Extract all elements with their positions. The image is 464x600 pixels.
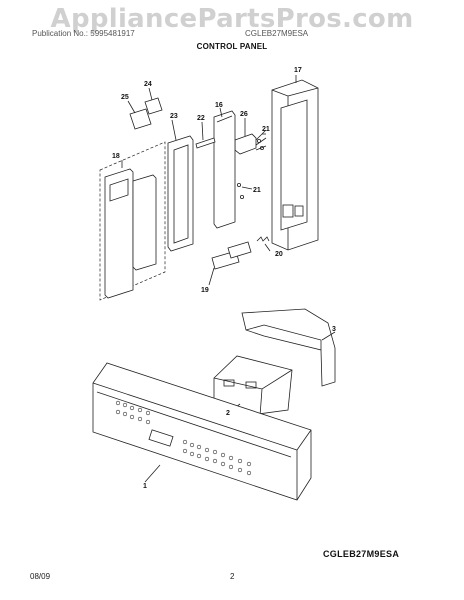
part-20-spring[interactable] (256, 236, 271, 252)
part-25-label[interactable] (127, 100, 152, 130)
part-26-bracket[interactable] (234, 118, 267, 155)
callout-2: 2 (226, 410, 230, 417)
footer-date: 08/09 (30, 572, 51, 581)
part-18-overlay-assembly[interactable] (99, 141, 166, 301)
part-22-strip[interactable] (195, 121, 216, 149)
part-17-frame[interactable] (271, 75, 319, 251)
button-housing[interactable] (227, 241, 252, 259)
callout-23: 23 (170, 113, 178, 120)
callout-17: 17 (294, 67, 302, 74)
keypad-buttons (115, 400, 252, 476)
part-23-panel[interactable] (167, 119, 194, 252)
part-2-bracket[interactable] (213, 355, 293, 418)
callout-24: 24 (144, 81, 152, 88)
part-3-end-cap[interactable] (241, 308, 336, 387)
part-21-screws-upper[interactable] (256, 133, 266, 150)
callout-19: 19 (201, 287, 209, 294)
part-16-control-board[interactable] (213, 107, 236, 229)
diagram-title: CONTROL PANEL (196, 42, 268, 51)
callout-16: 16 (215, 102, 223, 109)
callout-25: 25 (121, 94, 129, 101)
watermark: AppliancePartsPros.com (50, 4, 414, 34)
publication-number: Publication No.: 5995481917 (32, 29, 135, 38)
header-model: CGLEB27M9ESA (245, 29, 309, 38)
part-21-screws-lower[interactable] (236, 182, 253, 199)
callout-3: 3 (332, 326, 336, 333)
callout-22: 22 (197, 115, 205, 122)
part-24-label[interactable] (144, 87, 163, 115)
callout-20: 20 (275, 251, 283, 258)
callout-1: 1 (143, 483, 147, 490)
page-number: 2 (230, 572, 235, 581)
model-code: CGLEB27M9ESA (323, 549, 400, 559)
callout-21-upper: 21 (262, 126, 270, 133)
callout-26: 26 (240, 111, 248, 118)
callout-21-lower: 21 (253, 187, 261, 194)
callout-18: 18 (112, 153, 120, 160)
part-1-control-panel[interactable] (92, 362, 312, 501)
